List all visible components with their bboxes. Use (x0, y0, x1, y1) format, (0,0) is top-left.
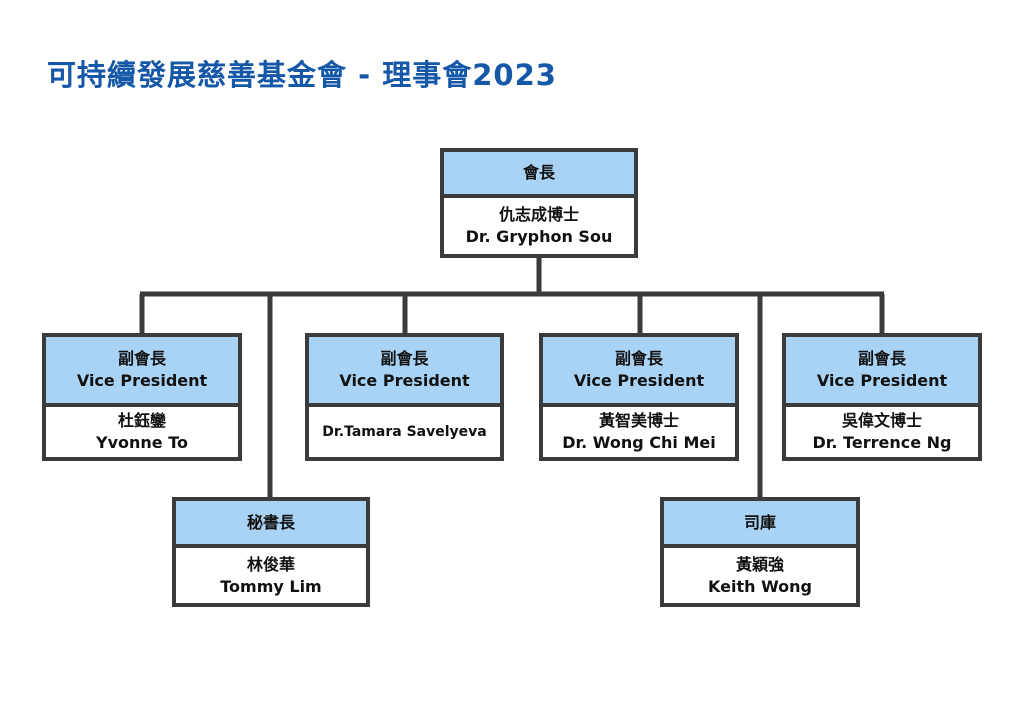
vp4-name-en: Dr. Terrence Ng (812, 433, 952, 452)
vp1-name-zh: 杜鈺鑾 (117, 411, 166, 430)
president-name-area: 仇志成博士 Dr. Gryphon Sou (444, 198, 634, 254)
secretary-name-zh: 林俊華 (246, 554, 295, 574)
chart-title: 可持續發展慈善基金會 - 理事會2023 (47, 58, 557, 92)
treasurer-name-en: Keith Wong (708, 576, 812, 596)
vp2-box: 副會長 Vice President Dr.Tamara Savelyeva (305, 333, 504, 461)
vp1-role-zh: 副會長 (117, 349, 166, 368)
treasurer-name-area: 黃穎強 Keith Wong (664, 548, 856, 603)
vp4-box: 副會長 Vice President 吳偉文博士 Dr. Terrence Ng (782, 333, 982, 461)
secretary-name-area: 林俊華 Tommy Lim (176, 548, 366, 603)
vp3-name-area: 黃智美博士 Dr. Wong Chi Mei (543, 407, 735, 457)
vp1-name-en: Yvonne To (96, 433, 188, 452)
vp4-role-header: 副會長 Vice President (786, 337, 978, 407)
vp3-role-zh: 副會長 (614, 349, 663, 368)
vp1-box: 副會長 Vice President 杜鈺鑾 Yvonne To (42, 333, 242, 461)
vp1-role-en: Vice President (76, 371, 208, 390)
secretary-role: 秘書長 (246, 512, 295, 532)
vp2-role-zh: 副會長 (380, 349, 429, 368)
vp2-role-header: 副會長 Vice President (309, 337, 500, 407)
vp3-role-en: Vice President (573, 371, 705, 390)
vp2-role-en: Vice President (339, 371, 470, 390)
vp4-name-area: 吳偉文博士 Dr. Terrence Ng (786, 407, 978, 457)
vp3-role-header: 副會長 Vice President (543, 337, 735, 407)
vp3-name-zh: 黃智美博士 (598, 411, 679, 430)
treasurer-box: 司庫 黃穎強 Keith Wong (660, 497, 860, 607)
president-name-en: Dr. Gryphon Sou (465, 227, 613, 246)
vp3-box: 副會長 Vice President 黃智美博士 Dr. Wong Chi Me… (539, 333, 739, 461)
secretary-role-header: 秘書長 (176, 501, 366, 548)
treasurer-name-zh: 黃穎強 (735, 554, 784, 574)
vp1-role-header: 副會長 Vice President (46, 337, 238, 407)
president-role-header: 會長 (444, 152, 634, 198)
treasurer-role-header: 司庫 (664, 501, 856, 548)
vp4-role-en: Vice President (816, 371, 948, 390)
vp4-name-zh: 吳偉文博士 (841, 411, 922, 430)
president-name-zh: 仇志成博士 (498, 205, 579, 224)
treasurer-role: 司庫 (743, 512, 776, 532)
secretary-name-en: Tommy Lim (220, 576, 322, 596)
secretary-box: 秘書長 林俊華 Tommy Lim (172, 497, 370, 607)
president-box: 會長 仇志成博士 Dr. Gryphon Sou (440, 148, 638, 258)
vp2-name-area: Dr.Tamara Savelyeva (309, 407, 500, 457)
vp4-role-zh: 副會長 (857, 349, 906, 368)
vp1-name-area: 杜鈺鑾 Yvonne To (46, 407, 238, 457)
vp3-name-en: Dr. Wong Chi Mei (562, 433, 716, 452)
vp2-name-en: Dr.Tamara Savelyeva (322, 424, 487, 440)
president-role: 會長 (522, 163, 555, 182)
